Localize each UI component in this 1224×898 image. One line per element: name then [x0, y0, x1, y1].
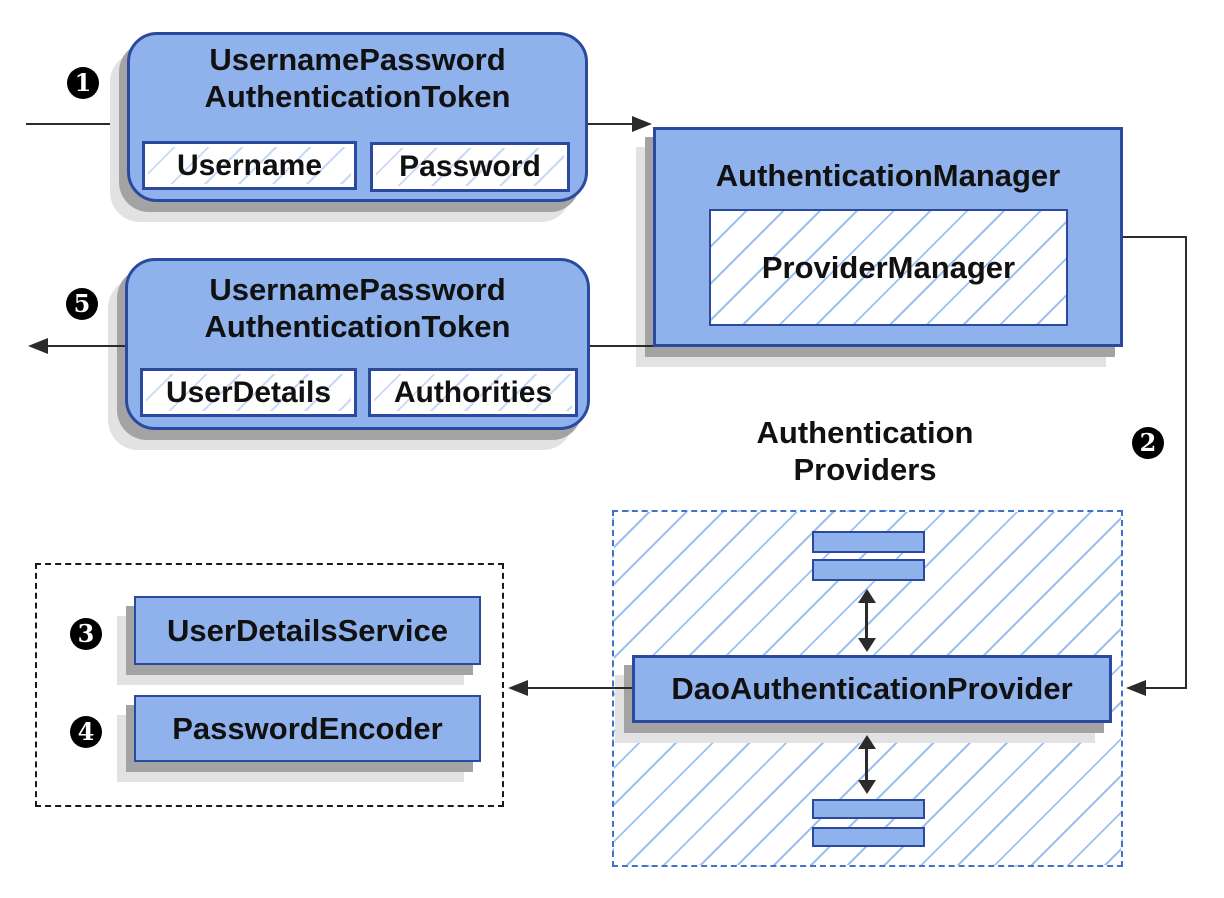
arrowhead-down-icon	[858, 638, 876, 652]
authentication-manager-title: AuthenticationManager	[715, 158, 1061, 193]
username-field-box: Username	[142, 141, 357, 190]
authentication-providers-label-line2: Providers	[793, 452, 937, 487]
flow-line-dao-to-services	[524, 687, 632, 689]
step-1-badge: 1	[67, 67, 99, 99]
dao-authentication-provider-box: DaoAuthenticationProvider	[632, 655, 1112, 723]
user-details-service-box: UserDetailsService	[134, 596, 481, 665]
arrowhead-down-icon	[858, 780, 876, 794]
provider-stack-bottom-rect-2	[812, 827, 925, 847]
user-details-field-box: UserDetails	[140, 368, 357, 417]
flow-line-into-provider	[1144, 687, 1187, 689]
token-response-title: UsernamePassword AuthenticationToken	[128, 271, 587, 345]
flow-line-manager-to-response-token	[590, 345, 653, 347]
provider-stack-bottom-rect-1	[812, 799, 925, 819]
arrowhead-left-icon	[508, 680, 528, 696]
double-arrow-shaft	[865, 600, 868, 640]
step-5-badge: 5	[66, 288, 98, 320]
provider-stack-top-rect-1	[812, 531, 925, 553]
step-3-badge: 3	[70, 618, 102, 650]
username-password-authentication-token-response-box: UsernamePassword AuthenticationToken Use…	[125, 258, 590, 430]
token-response-title-line1: UsernamePassword	[209, 272, 506, 307]
flow-line-token-to-manager	[588, 123, 634, 125]
password-field-box: Password	[370, 142, 570, 192]
token-response-title-line2: AuthenticationToken	[204, 309, 511, 344]
authentication-providers-label: Authentication Providers	[715, 414, 1015, 488]
arrowhead-up-icon	[858, 735, 876, 749]
token-request-title-line2: AuthenticationToken	[204, 79, 511, 114]
token-request-title: UsernamePassword AuthenticationToken	[130, 41, 585, 115]
password-encoder-box: PasswordEncoder	[134, 695, 481, 762]
arrowhead-left-icon	[1126, 680, 1146, 696]
provider-stack-top-rect-2	[812, 559, 925, 581]
step-4-badge: 4	[70, 716, 102, 748]
authentication-providers-label-line1: Authentication	[756, 415, 974, 450]
arrowhead-up-icon	[858, 589, 876, 603]
arrowhead-right-icon	[632, 116, 652, 132]
flow-line-down-to-provider	[1185, 236, 1187, 689]
flow-line-request-in	[26, 123, 127, 125]
username-password-authentication-token-request-box: UsernamePassword AuthenticationToken Use…	[127, 32, 588, 202]
double-arrow-shaft	[865, 746, 868, 782]
token-request-title-line1: UsernamePassword	[209, 42, 506, 77]
authentication-manager-box: AuthenticationManager ProviderManager	[653, 127, 1123, 347]
authorities-field-box: Authorities	[368, 368, 578, 417]
flow-line-manager-out-right	[1123, 236, 1187, 238]
services-region	[35, 563, 504, 807]
step-2-badge: 2	[1132, 427, 1164, 459]
arrowhead-left-icon	[28, 338, 48, 354]
provider-manager-box: ProviderManager	[709, 209, 1068, 326]
flow-line-response-out	[46, 345, 125, 347]
